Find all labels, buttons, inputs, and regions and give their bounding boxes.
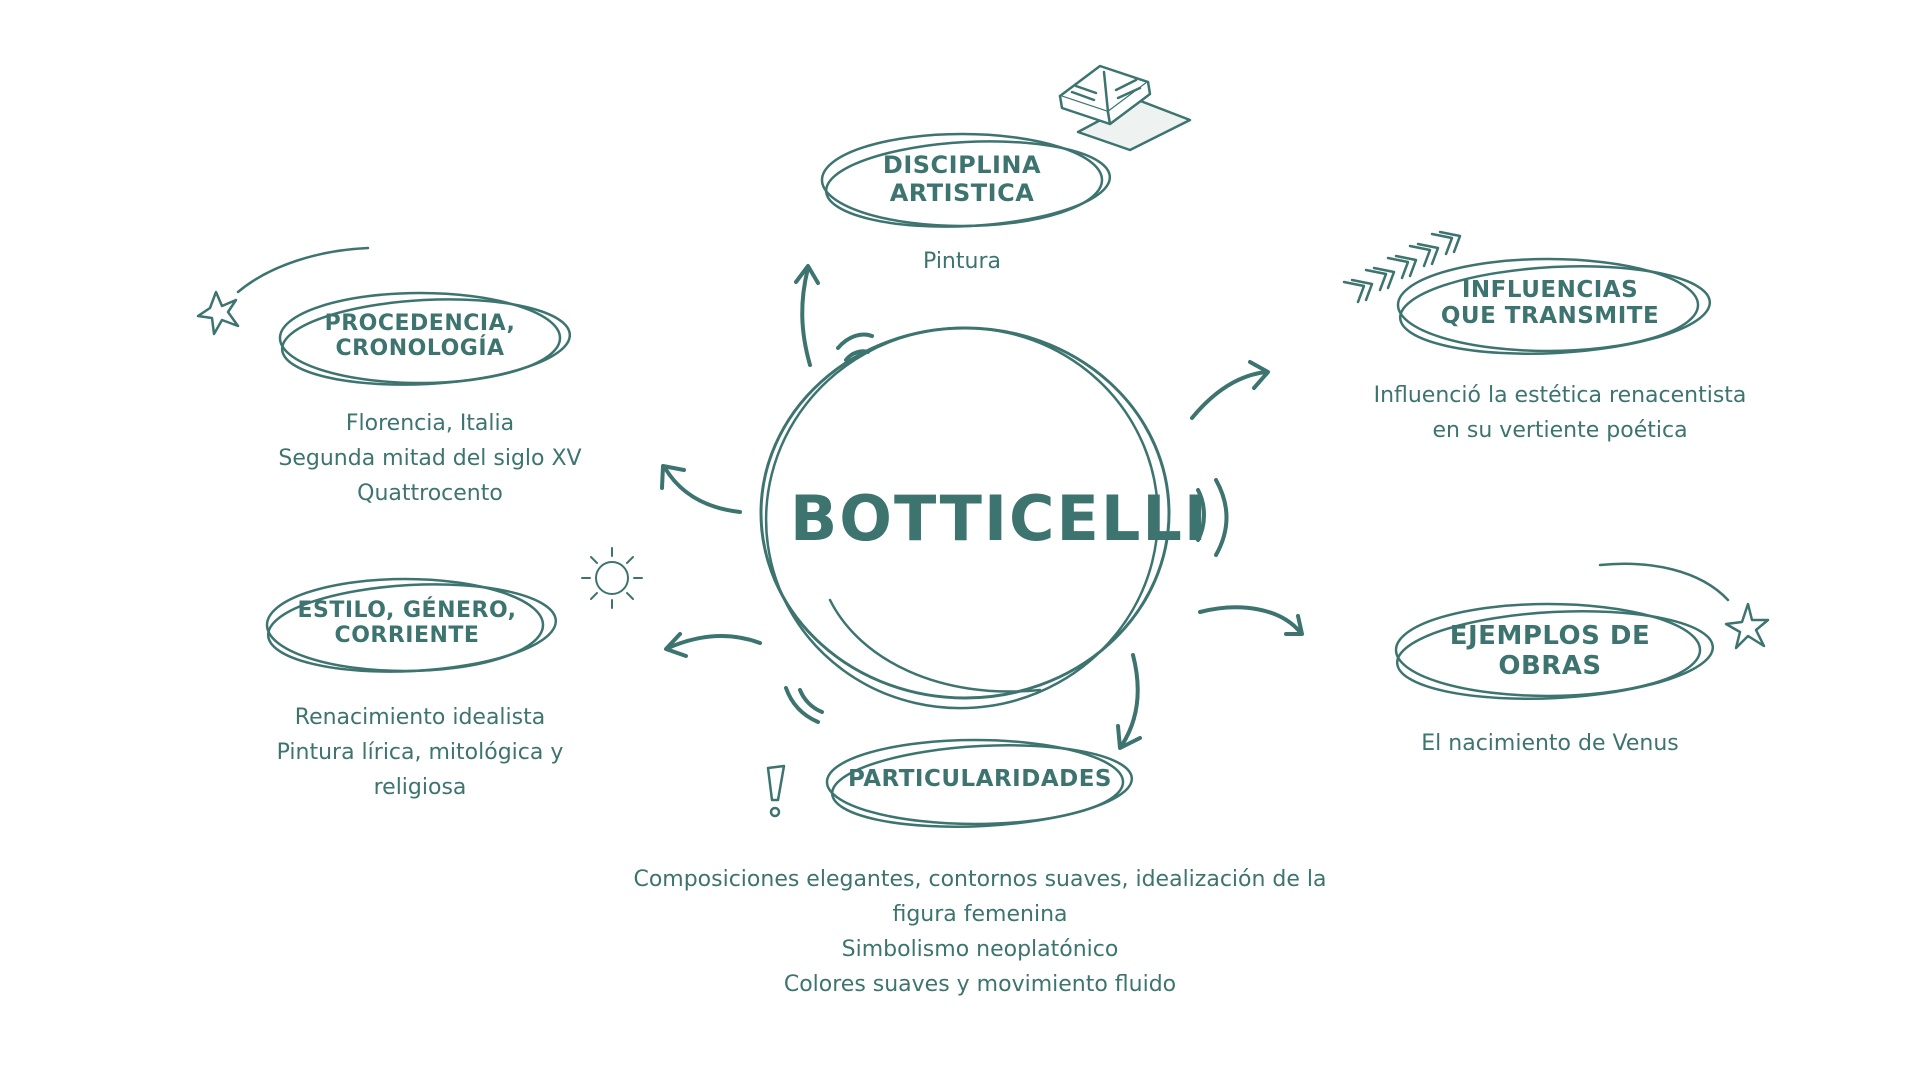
node-text-ejemplos: El nacimiento de Venus [1370, 726, 1730, 761]
node-title-line: CORRIENTE [334, 623, 480, 649]
node-text-line: Florencia, Italia [345, 411, 515, 436]
sun-icon [581, 547, 643, 609]
arrow-to-estilo [664, 632, 762, 658]
node-title-influencias: INFLUENCIAS QUE TRANSMITE [1410, 277, 1690, 330]
node-title-disciplina: DISCIPLINA ARTISTICA [852, 151, 1072, 207]
node-title-line: DISCIPLINA [882, 151, 1042, 179]
node-text-line: figura femenina [892, 902, 1068, 927]
arrow-to-particularidades [1116, 653, 1142, 750]
center-circle [759, 326, 1171, 710]
node-text-particularidades: Composiciones elegantes, contornos suave… [530, 862, 1430, 1002]
node-title-line: PROCEDENCIA, [324, 311, 516, 336]
node-title-procedencia: PROCEDENCIA, CRONOLOGÍA [300, 311, 540, 362]
node-text-line: Quattrocento [357, 481, 503, 506]
node-outline-particularidades [825, 738, 1134, 828]
arrow-to-procedencia [660, 464, 742, 514]
open-book-icon [1058, 64, 1192, 152]
node-text-disciplina: Pintura [862, 244, 1062, 279]
node-title-line: OBRAS [1498, 650, 1602, 681]
node-title-line: QUE TRANSMITE [1440, 303, 1660, 330]
connector-arrows [660, 264, 1304, 750]
node-title-ejemplos: EJEMPLOS DE OBRAS [1420, 621, 1680, 682]
node-title-line: EJEMPLOS DE [1449, 621, 1651, 651]
node-title-line: INFLUENCIAS [1461, 277, 1639, 303]
node-text-line: religiosa [373, 775, 467, 800]
node-title-line: ARTISTICA [889, 178, 1035, 207]
node-text-line: en su vertiente poética [1432, 418, 1688, 443]
node-title-particularidades: PARTICULARIDADES [835, 766, 1125, 792]
exclamation-icon [766, 764, 786, 818]
arrow-to-ejemplos [1198, 605, 1304, 636]
node-text-line: Segunda mitad del siglo XV [278, 446, 582, 471]
shooting-star-icon [196, 246, 370, 336]
node-text-line: Composiciones elegantes, contornos suave… [633, 867, 1327, 892]
node-text-line: Pintura [923, 249, 1001, 274]
arrow-to-influencias [1190, 360, 1270, 420]
node-text-line: Colores suaves y movimiento fluido [783, 972, 1177, 997]
arrow-to-disciplina [794, 264, 820, 367]
node-outline-influencias [1396, 257, 1712, 355]
node-title-estilo: ESTILO, GÉNERO, CORRIENTE [272, 598, 542, 649]
node-title-line: ESTILO, GÉNERO, [297, 598, 517, 623]
node-title-line: CRONOLOGÍA [335, 336, 505, 362]
node-text-line: Simbolismo neoplatónico [841, 937, 1119, 962]
center-title: BOTTICELLI [790, 482, 1209, 555]
node-text-estilo: Renacimiento idealista Pintura lírica, m… [230, 700, 610, 805]
chevrons-icon [1342, 230, 1462, 304]
node-text-line: Influenció la estética renacentista [1373, 383, 1747, 408]
node-text-line: Renacimiento idealista [294, 705, 546, 730]
node-outline-ejemplos [1394, 602, 1715, 700]
node-text-line: El nacimiento de Venus [1421, 731, 1679, 756]
shooting-star-icon [1598, 562, 1770, 650]
node-text-line: Pintura lírica, mitológica y [276, 740, 564, 765]
node-outline-estilo [265, 577, 558, 673]
node-text-influencias: Influenció la estética renacentista en s… [1320, 378, 1800, 448]
node-outline-disciplina [820, 132, 1112, 228]
node-outline-procedencia [278, 291, 572, 386]
node-text-procedencia: Florencia, Italia Segunda mitad del sigl… [220, 406, 640, 511]
center-accent-marks [784, 332, 1229, 724]
node-title-line: PARTICULARIDADES [847, 766, 1112, 792]
